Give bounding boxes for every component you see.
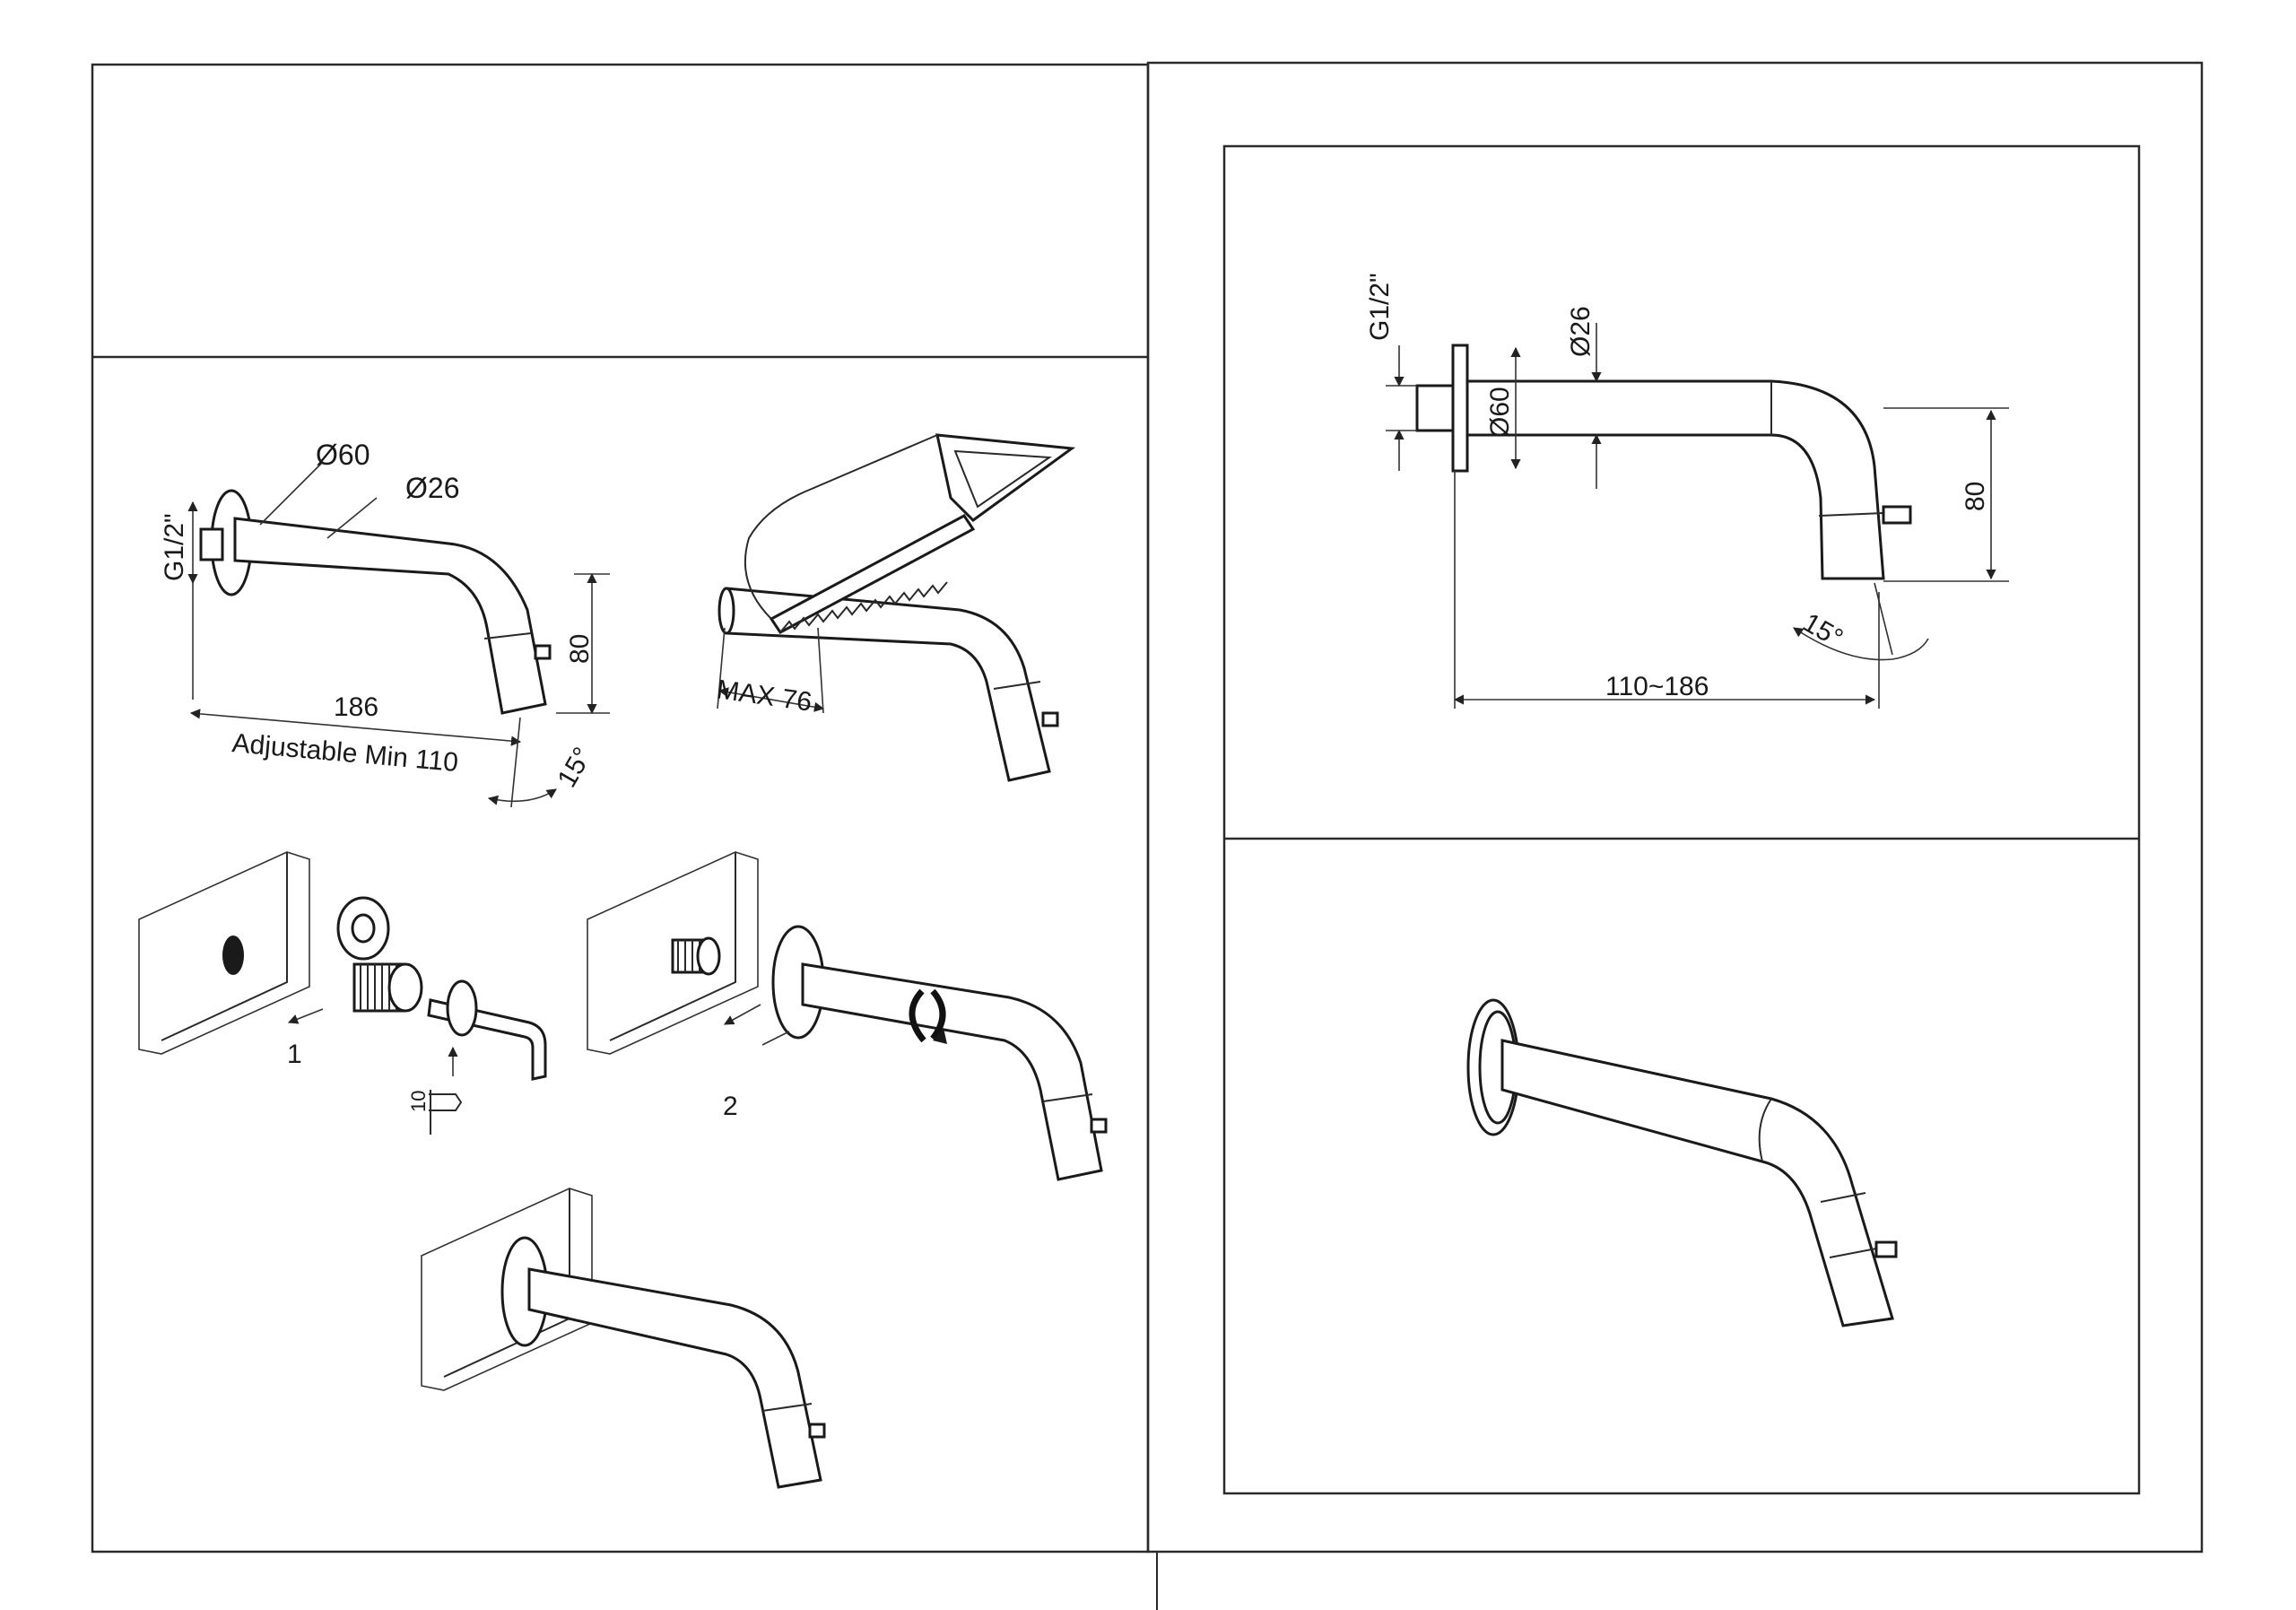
flange-diameter-label: Ø60 (316, 439, 370, 471)
cut-spout-pipe (725, 587, 1051, 782)
right-spout-pipe (1465, 379, 1885, 580)
spout-drawing (199, 489, 552, 715)
right-product-view (1466, 998, 1898, 1327)
saw-icon (744, 433, 1076, 634)
hex-key (427, 979, 547, 1081)
right-inner-frame (1222, 144, 2141, 1495)
spout-button (534, 644, 552, 660)
step-1-dimension: 10 (407, 1091, 430, 1112)
step-2-number: 2 (723, 1092, 738, 1121)
final-spout (527, 1267, 822, 1489)
right-thread-label: G1/2" (1365, 273, 1395, 341)
right-angle-label: 15° (1798, 607, 1848, 653)
install-step-1: 1 10 (138, 851, 547, 1135)
pipe-diameter-label: Ø26 (405, 472, 459, 504)
thread-connector (199, 527, 224, 561)
spec-dimension-lines (187, 461, 610, 808)
left-spec-view: Ø60 Ø26 G1/2" 186 Adjustable Min 110 80 … (160, 439, 610, 808)
product-spout (1500, 1039, 1894, 1327)
install-step-2: 2 (587, 851, 1108, 1181)
height-label: 80 (565, 634, 595, 664)
angle-label: 15° (552, 743, 597, 793)
spout-pipe (233, 517, 547, 715)
right-thread-connector (1415, 384, 1455, 432)
thread-label: G1/2" (160, 513, 189, 581)
length-label: 186 (334, 692, 378, 722)
right-flange-diameter-label: Ø60 (1485, 387, 1515, 438)
max-cut-label: MAX 76 (715, 674, 813, 718)
right-wall-flange (1451, 344, 1469, 473)
final-installation (421, 1188, 826, 1489)
right-panel-frame (1146, 61, 2204, 1553)
step-1-number: 1 (287, 1040, 302, 1069)
threaded-adapter (352, 962, 423, 1013)
step-2-spout (801, 962, 1103, 1181)
right-length-label: 110~186 (1605, 672, 1709, 701)
right-pipe-diameter-label: Ø26 (1566, 306, 1596, 357)
adjustable-label: Adjustable Min 110 (230, 728, 459, 778)
right-spec-view: G1/2" Ø26 Ø60 80 15° 110~186 (1365, 273, 2009, 709)
rotate-arrow-icon (909, 988, 946, 1043)
right-height-label: 80 (1961, 482, 1990, 511)
brick-wall-1 (138, 851, 310, 1055)
page-frames (91, 61, 2204, 1610)
left-cut-view: MAX 76 (715, 433, 1076, 782)
product-button (1874, 1240, 1898, 1258)
brick-wall-2 (587, 851, 759, 1055)
